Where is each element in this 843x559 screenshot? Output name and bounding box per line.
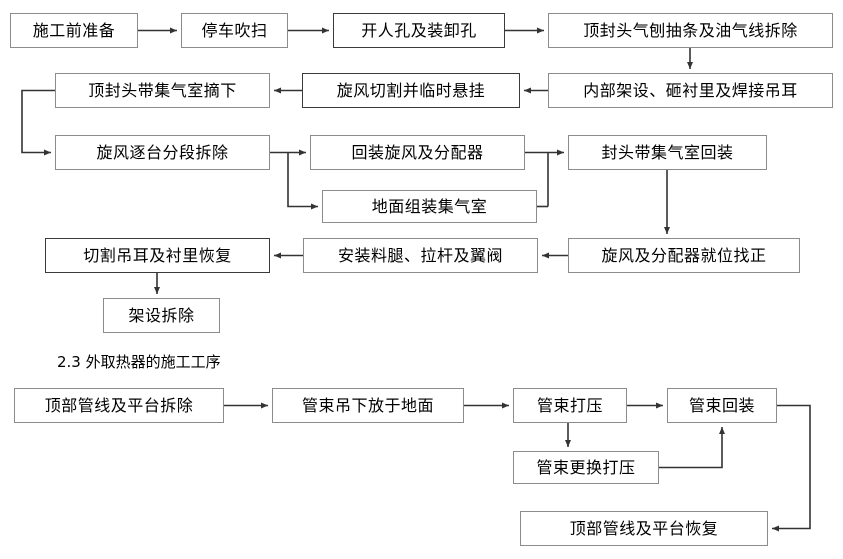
flow-node-label: 内部架设、砸衬里及焊接吊耳 bbox=[583, 80, 798, 100]
section-heading-text: 2.3 外取热器的施工工序 bbox=[57, 353, 221, 371]
flow-node-n9[interactable]: 回装旋风及分配器 bbox=[310, 135, 525, 170]
flow-node-label: 停车吹扫 bbox=[201, 20, 268, 40]
flow-node-label: 旋风逐台分段拆除 bbox=[96, 142, 229, 162]
flow-node-label: 管束回装 bbox=[688, 395, 755, 415]
flow-node-b3[interactable]: 管束打压 bbox=[513, 388, 627, 423]
flow-node-label: 开人孔及装卸孔 bbox=[361, 20, 477, 40]
flow-node-n4[interactable]: 顶封头气刨抽条及油气线拆除 bbox=[548, 13, 833, 48]
flow-node-label: 架设拆除 bbox=[128, 305, 195, 325]
flow-node-b6[interactable]: 顶部管线及平台恢复 bbox=[520, 511, 768, 546]
flow-node-label: 施工前准备 bbox=[32, 20, 116, 40]
flow-node-label: 旋风及分配器就位找正 bbox=[601, 245, 767, 265]
edge-n7-n8 bbox=[21, 89, 55, 156]
flow-node-label: 安装料腿、拉杆及翼阀 bbox=[337, 245, 503, 265]
flow-node-n2[interactable]: 停车吹扫 bbox=[181, 13, 288, 48]
flow-node-n12[interactable]: 旋风及分配器就位找正 bbox=[568, 238, 800, 273]
flow-node-n6[interactable]: 旋风切割并临时悬挂 bbox=[302, 73, 520, 108]
edge-n8-n11 bbox=[287, 152, 318, 210]
flow-node-n8[interactable]: 旋风逐台分段拆除 bbox=[55, 135, 270, 170]
flow-node-b4[interactable]: 管束回装 bbox=[667, 388, 777, 423]
flow-node-label: 管束吊下放于地面 bbox=[301, 395, 434, 415]
flow-node-b2[interactable]: 管束吊下放于地面 bbox=[272, 388, 464, 423]
edge-b4-b6 bbox=[772, 404, 811, 532]
flow-node-label: 顶部管线及平台拆除 bbox=[44, 395, 194, 415]
flow-node-label: 顶封头带集气室摘下 bbox=[88, 80, 237, 100]
flow-node-n3[interactable]: 开人孔及装卸孔 bbox=[333, 13, 505, 48]
flow-node-label: 顶封头气刨抽条及油气线拆除 bbox=[583, 20, 798, 40]
flow-node-n5[interactable]: 内部架设、砸衬里及焊接吊耳 bbox=[548, 73, 833, 108]
flow-node-label: 地面组装集气室 bbox=[371, 196, 488, 216]
flow-node-n15[interactable]: 架设拆除 bbox=[103, 298, 220, 333]
flow-node-label: 回装旋风及分配器 bbox=[351, 142, 484, 162]
flow-node-label: 切割吊耳及衬里恢复 bbox=[83, 245, 232, 265]
flow-node-label: 管束打压 bbox=[536, 395, 603, 415]
flow-node-label: 旋风切割并临时悬挂 bbox=[336, 80, 486, 100]
flow-node-label: 顶部管线及平台恢复 bbox=[569, 518, 719, 538]
flow-node-b5[interactable]: 管束更换打压 bbox=[513, 451, 659, 484]
flow-node-label: 管束更换打压 bbox=[536, 457, 636, 477]
flow-node-n13[interactable]: 安装料腿、拉杆及翼阀 bbox=[303, 238, 538, 273]
edge-b5-b4 bbox=[659, 427, 725, 469]
section-heading-2-3: 2.3 外取热器的施工工序 bbox=[57, 351, 221, 372]
flow-node-n10[interactable]: 封头带集气室回装 bbox=[568, 135, 767, 170]
flow-node-n7[interactable]: 顶封头带集气室摘下 bbox=[55, 73, 270, 108]
flow-node-label: 封头带集气室回装 bbox=[601, 142, 734, 162]
flow-node-n14[interactable]: 切割吊耳及衬里恢复 bbox=[45, 238, 270, 273]
flow-node-n11[interactable]: 地面组装集气室 bbox=[322, 190, 537, 223]
flow-node-b1[interactable]: 顶部管线及平台拆除 bbox=[14, 388, 224, 423]
flow-node-n1[interactable]: 施工前准备 bbox=[10, 13, 138, 48]
